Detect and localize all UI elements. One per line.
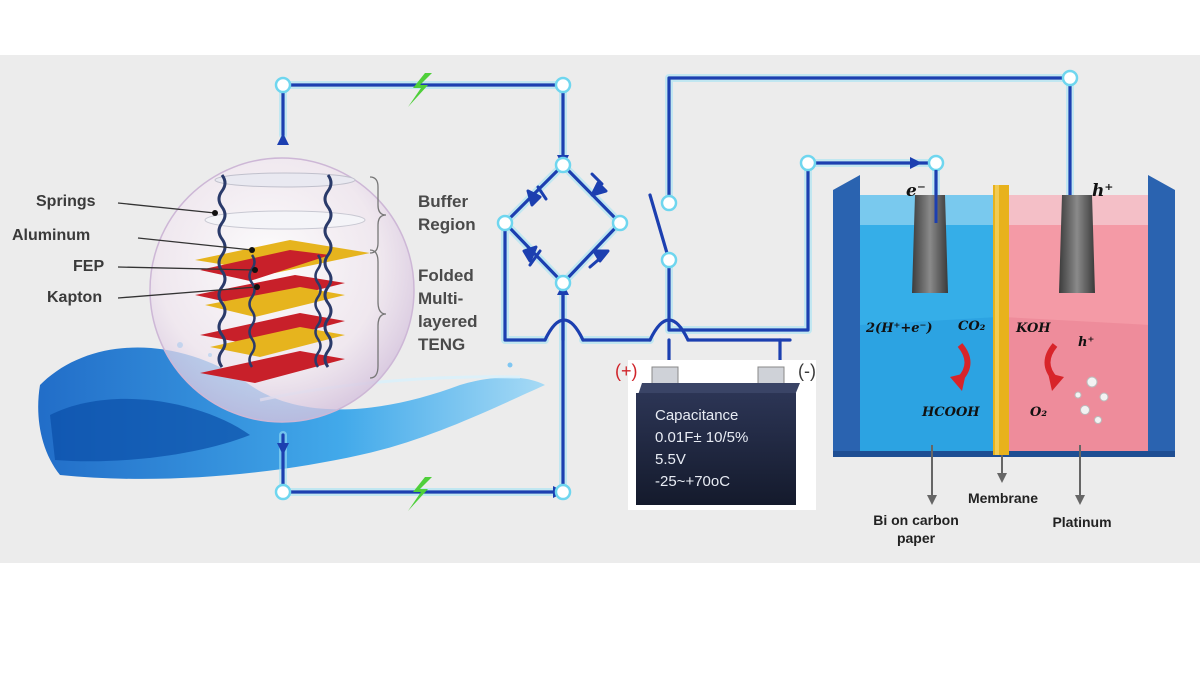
electron-label: e⁻ [906,181,926,201]
diagram-canvas [38,69,1175,511]
aluminum-label: Aluminum [12,227,91,244]
membrane-label: Membrane [967,490,1039,506]
electrochemical-cell [833,170,1175,505]
capacitor-spec-line: Capacitance [655,407,739,424]
hole-label: h⁺ [1092,181,1114,201]
o2-label: O₂ [1030,405,1048,420]
buffer-region-label: Buffer Region [418,190,476,236]
kapton-label: Kapton [47,289,103,306]
teng-sphere [117,157,415,423]
hcooh-label: HCOOH [922,405,980,420]
folded-teng-label: Folded Multi- layered TENG [418,264,478,356]
multi-word: Multi- [418,289,464,308]
bi-label-line: paper [896,530,936,546]
capacitor-spec-line: 5.5V [655,451,686,468]
folded-word: Folded [418,266,474,285]
bi-label-line: Bi on carbon [873,512,959,528]
region-word: Region [418,215,476,234]
lightning-icon [408,73,432,511]
circuit-nodes [274,69,1079,501]
platinum-label: Platinum [1052,514,1112,530]
capacitor-spec: Capacitance 0.01F± 10/5% 5.5V -25~+70oC [655,405,748,493]
capacitor-spec-line: 0.01F± 10/5% [655,429,749,446]
fep-label: FEP [73,258,105,275]
bi-carbon-paper-label: Bi on carbon paper [860,511,972,547]
teng-word: TENG [418,335,466,354]
figure-panel: Springs Aluminum FEP Kapton Buffer Regio… [0,55,1200,563]
co2-label: CO₂ [958,319,986,334]
capacitor-plus-label: (+) [615,361,638,381]
proton-electron-label: 2(H⁺+e⁻) [866,321,933,336]
koh-label: KOH [1016,321,1051,336]
springs-label: Springs [36,193,96,210]
h-plus-label: h⁺ [1078,335,1095,350]
capacitor [628,360,816,510]
layered-word: layered [418,312,478,331]
capacitor-minus-label: (-) [798,361,816,381]
buffer-word: Buffer [418,192,469,211]
capacitor-spec-line: -25~+70oC [655,473,731,490]
